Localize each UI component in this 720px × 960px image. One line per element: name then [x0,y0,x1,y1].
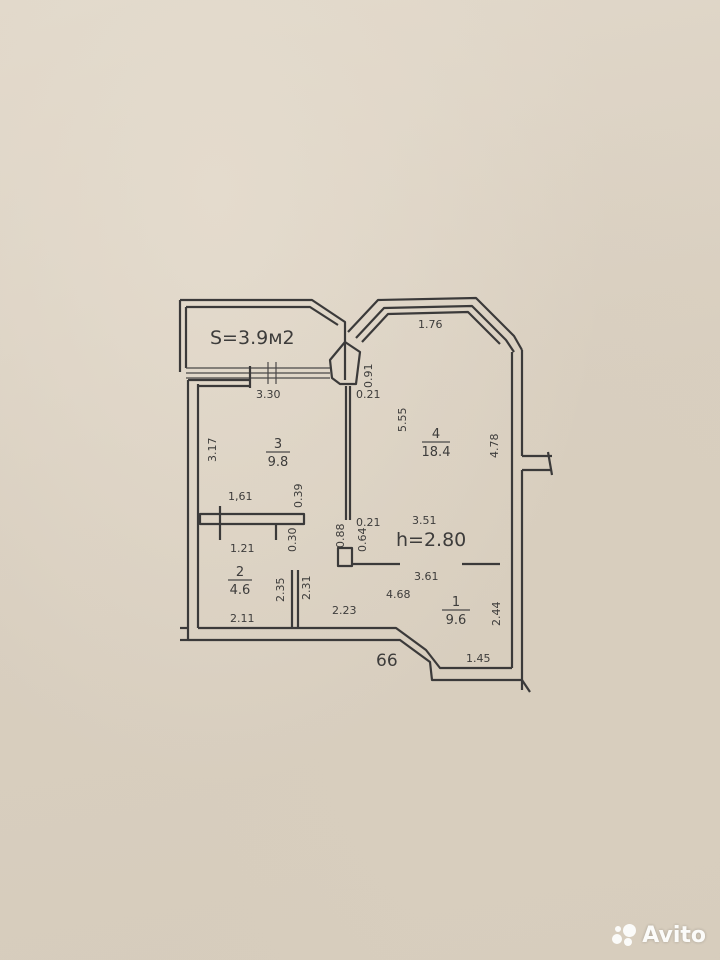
balcony-area-label: S=3.9м2 [210,327,295,349]
dim-label: 3.17 [206,438,219,463]
dim-label: 1.76 [418,318,443,331]
room-1-area: 9.6 [446,613,467,628]
interior-walls [198,386,500,628]
dim-label: 2.23 [332,604,357,617]
avito-watermark: Avito [612,923,706,948]
dim-label: 0.64 [356,528,369,553]
room-4-area: 18.4 [422,445,451,460]
dim-label: 3.61 [414,570,439,583]
ceiling-height-label: h=2.80 [396,529,466,551]
dim-label: 0.30 [286,528,299,553]
outer-walls [180,296,554,693]
dim-label: 3.30 [256,388,281,401]
dim-label: 2.44 [490,602,503,627]
avito-logo-icon [612,923,637,948]
marker-label: 66 [376,651,398,671]
dim-label: 0.88 [334,524,347,549]
room-1-number: 1 [452,595,460,610]
room-3-area: 9.8 [268,455,289,470]
dim-label: 0.21 [356,388,381,401]
room-2-number: 2 [236,565,244,580]
dim-label: 4.78 [488,434,501,459]
dim-label: 2.11 [230,612,255,625]
dim-label: 2.35 [274,578,287,603]
dim-label: 4.68 [386,588,411,601]
room-3-number: 3 [274,437,282,452]
dim-label: 2.31 [300,576,313,601]
dim-label: 1.45 [466,652,491,665]
avito-watermark-text: Avito [642,923,706,948]
dim-label: 1.21 [230,542,255,555]
dim-label: 3.51 [412,514,437,527]
dim-label: 5.55 [396,408,409,433]
dim-label: 1,61 [228,490,253,503]
balcony [178,298,347,384]
room-4-number: 4 [432,427,440,442]
room-2-area: 4.6 [230,583,251,598]
dim-label: 0.91 [362,364,375,389]
dim-label: 0.21 [356,516,381,529]
dim-label: 0.39 [292,484,305,509]
